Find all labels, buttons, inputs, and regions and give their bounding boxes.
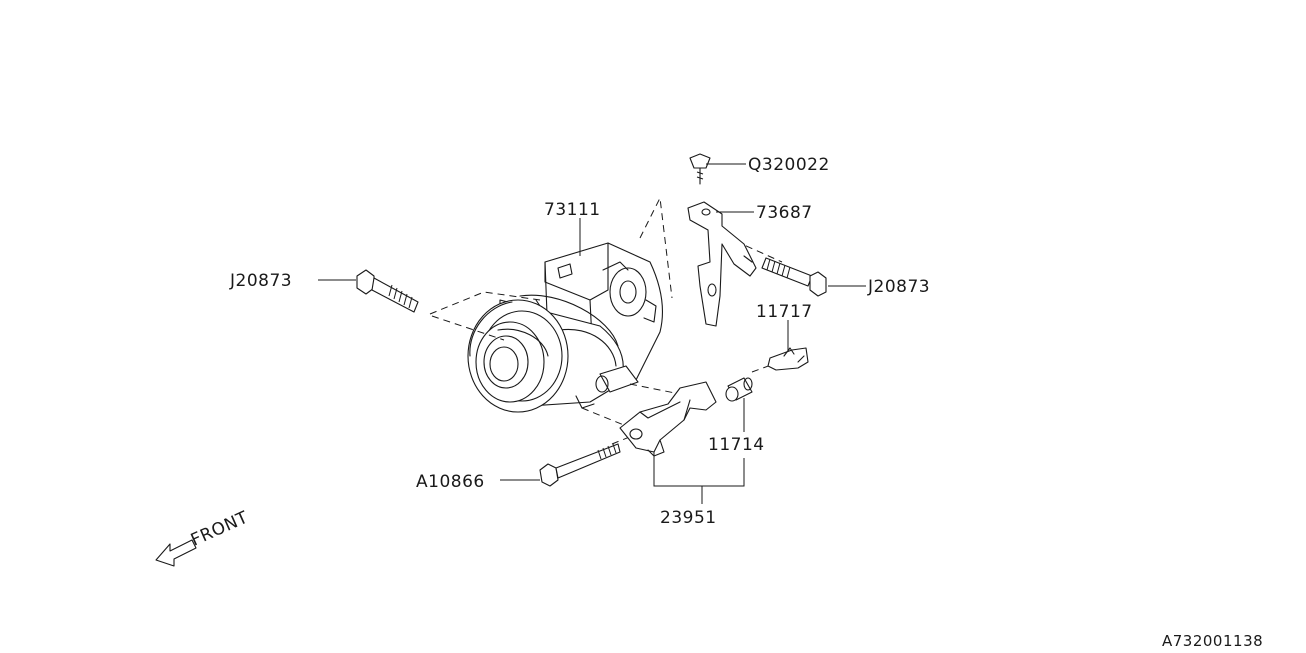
label-compressor: 73111 — [544, 200, 601, 220]
compressor — [467, 242, 663, 413]
front-indicator: FRONT — [155, 508, 252, 567]
clip — [689, 153, 711, 185]
leader-lines — [318, 163, 866, 504]
label-lower-bolt: A10866 — [416, 472, 485, 492]
lower-bolt — [539, 443, 621, 487]
label-upper-bracket: 73687 — [756, 203, 813, 223]
label-collar-lower: 11714 — [708, 435, 765, 455]
upper-bracket — [687, 201, 757, 327]
label-collar-upper: 11717 — [756, 302, 813, 322]
collar-upper — [767, 347, 809, 371]
lower-bracket — [619, 381, 717, 457]
bolt-left — [356, 269, 419, 313]
front-label: FRONT — [188, 508, 252, 551]
bolt-right — [761, 257, 827, 297]
label-bolt-left: J20873 — [229, 271, 292, 291]
reference-code: A732001138 — [1162, 632, 1263, 650]
label-bolt-right: J20873 — [867, 277, 930, 297]
label-bracket-assy: 23951 — [660, 508, 717, 528]
label-clip: Q320022 — [748, 155, 830, 175]
collar-lower — [725, 377, 753, 402]
